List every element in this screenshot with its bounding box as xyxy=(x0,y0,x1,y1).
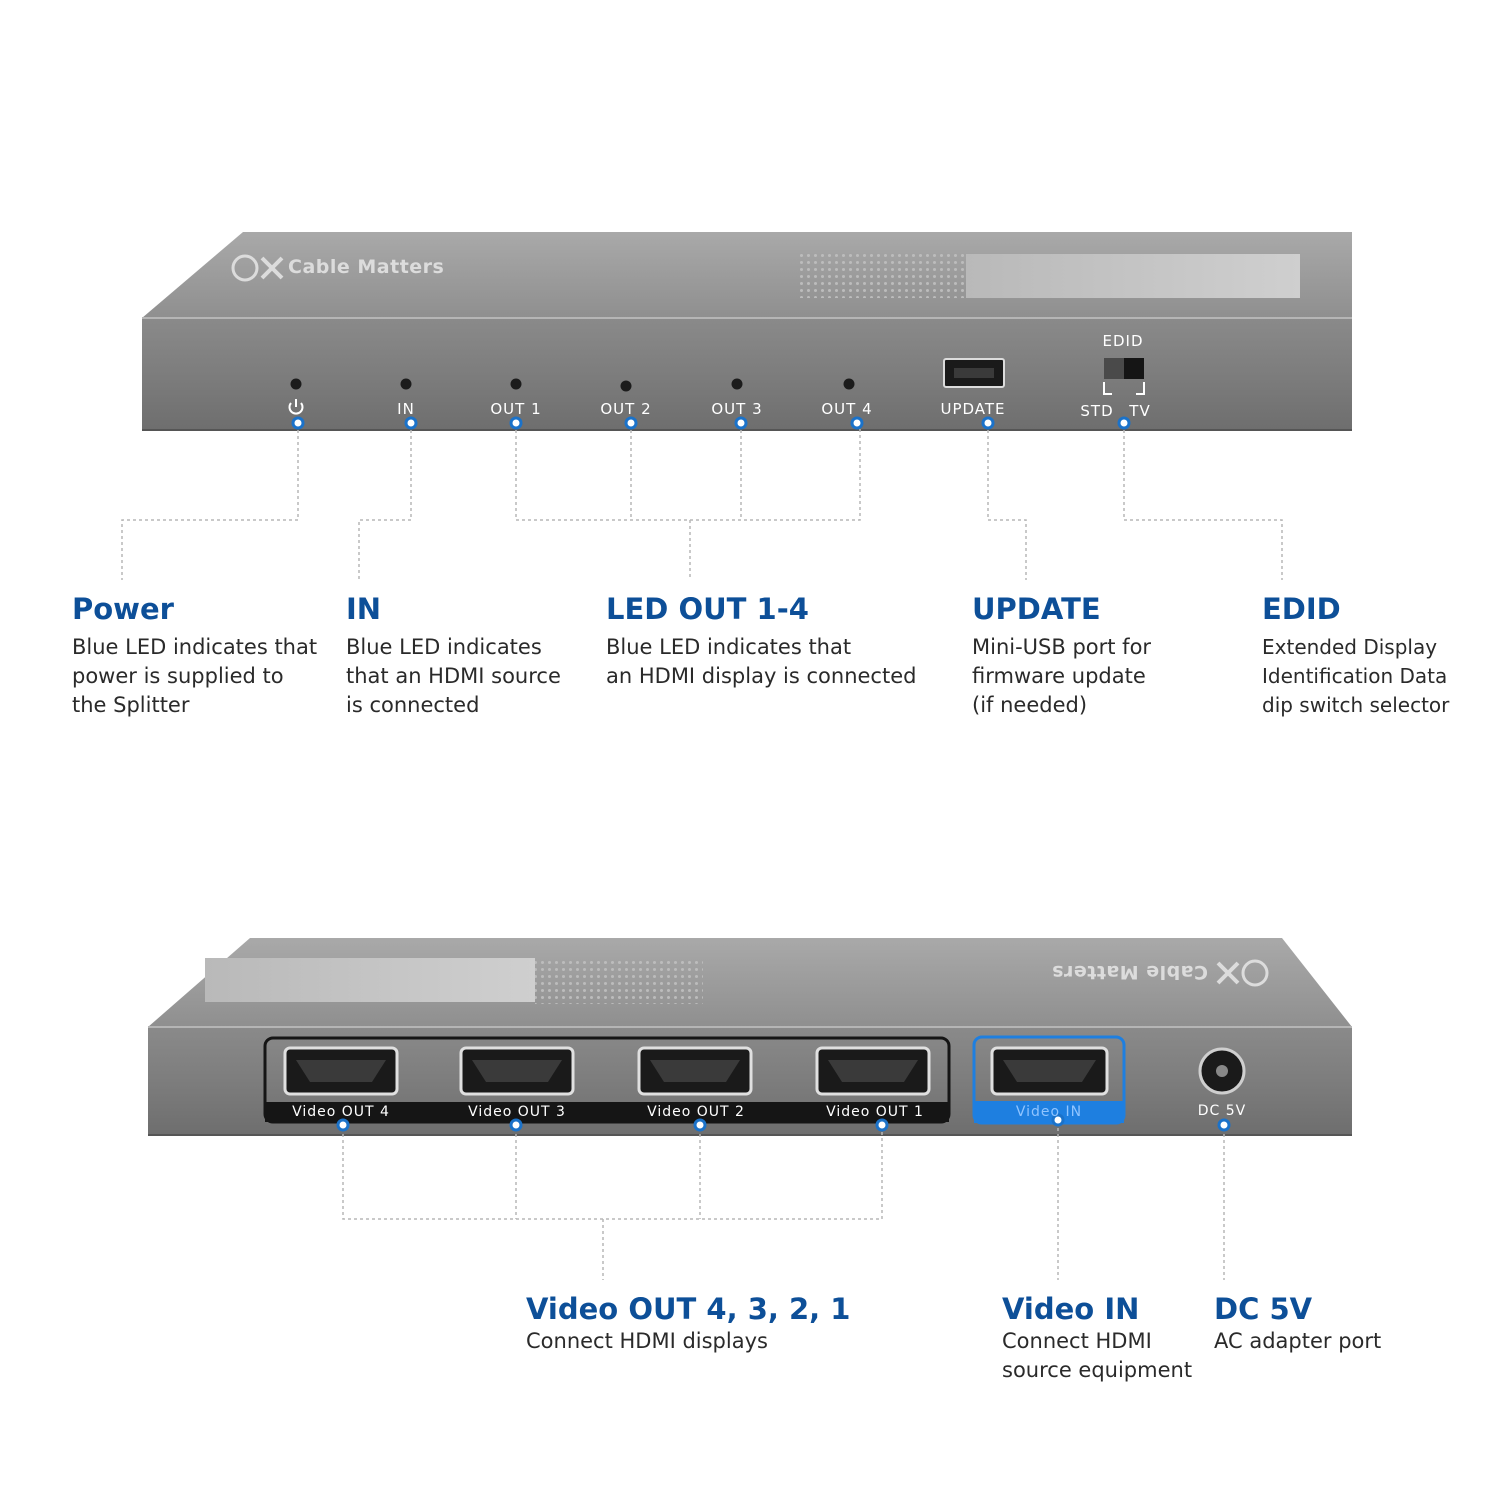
bottom-device-vent-grille xyxy=(535,958,703,1004)
update-callout-title: UPDATE xyxy=(972,592,1101,626)
dc-5v-callout-desc: AC adapter port xyxy=(1214,1329,1382,1353)
out4-led-icon xyxy=(843,378,855,390)
dc-power-jack-icon xyxy=(1198,1047,1246,1095)
hdmi-out1-port-icon xyxy=(815,1046,931,1096)
edid-switch-label: EDID xyxy=(1102,332,1144,350)
hdmi-out2-port-icon xyxy=(637,1046,753,1096)
video-in-callout-title: Video IN xyxy=(1002,1292,1140,1326)
bottom-callout-markers xyxy=(336,1113,1231,1132)
video-out-callout-title: Video OUT 4, 3, 2, 1 xyxy=(526,1292,851,1326)
update-callout-desc: Mini-USB port for firmware update (if ne… xyxy=(972,635,1152,717)
top-device-brand: Cable Matters xyxy=(288,256,445,278)
cable-matters-logo-icon xyxy=(231,254,284,282)
out1-indicator-label: OUT 1 xyxy=(490,400,542,418)
out2-led-icon xyxy=(620,380,632,392)
video-in-label: Video IN xyxy=(1015,1104,1083,1120)
bottom-splitter-device xyxy=(148,938,1352,1136)
hdmi-in-port-icon xyxy=(990,1046,1109,1096)
dc-5v-callout-title: DC 5V xyxy=(1214,1292,1313,1326)
edid-tv-label: TV xyxy=(1129,402,1151,420)
edid-callout-desc: Extended Display Identification Data dip… xyxy=(1262,635,1450,717)
out3-indicator-label: OUT 3 xyxy=(711,400,763,418)
cable-matters-logo-icon-rear xyxy=(1216,959,1269,987)
in-indicator-label: IN xyxy=(397,400,415,418)
update-port-label: UPDATE xyxy=(940,400,1006,418)
dc-5v-port-label: DC 5V xyxy=(1197,1103,1247,1119)
mini-usb-port-icon xyxy=(943,358,1005,388)
out3-led-icon xyxy=(731,378,743,390)
top-leader-lines xyxy=(121,424,1283,580)
out4-indicator-label: OUT 4 xyxy=(821,400,873,418)
video-out2-label: Video OUT 2 xyxy=(647,1104,745,1120)
in-led-icon xyxy=(400,378,412,390)
led-out-callout-title: LED OUT 1-4 xyxy=(606,592,809,626)
hdmi-out4-port-icon xyxy=(283,1046,399,1096)
hdmi-out3-port-icon xyxy=(459,1046,575,1096)
out1-led-icon xyxy=(510,378,522,390)
video-in-callout-desc: Connect HDMI source equipment xyxy=(1002,1329,1193,1382)
edid-std-label: STD xyxy=(1080,402,1114,420)
in-callout-desc: Blue LED indicates that an HDMI source i… xyxy=(346,635,561,717)
edid-callout-title: EDID xyxy=(1262,592,1341,626)
in-callout-title: IN xyxy=(346,592,382,626)
bottom-device-brand: Cable Matters xyxy=(1051,961,1208,983)
bottom-device-label-stripe xyxy=(205,958,535,1002)
top-device-front-panel xyxy=(142,318,1352,430)
video-out4-label: Video OUT 4 xyxy=(292,1104,390,1120)
power-callout-desc: Blue LED indicates that power is supplie… xyxy=(72,635,318,717)
out2-indicator-label: OUT 2 xyxy=(600,400,652,418)
power-led-icon xyxy=(290,378,302,390)
edid-dip-switch-icon xyxy=(1103,358,1145,395)
video-out1-label: Video OUT 1 xyxy=(826,1104,924,1120)
video-out3-label: Video OUT 3 xyxy=(468,1104,566,1120)
top-device-vent-grille xyxy=(798,252,966,298)
top-device-label-stripe xyxy=(966,254,1300,298)
power-symbol-icon xyxy=(288,399,304,415)
bottom-leader-lines xyxy=(342,1122,1225,1280)
top-callout-markers xyxy=(291,416,1131,430)
led-out-callout-desc: Blue LED indicates that an HDMI display … xyxy=(606,635,917,688)
top-splitter-device xyxy=(142,232,1352,431)
video-out-callout-desc: Connect HDMI displays xyxy=(526,1329,768,1353)
power-callout-title: Power xyxy=(72,592,174,626)
